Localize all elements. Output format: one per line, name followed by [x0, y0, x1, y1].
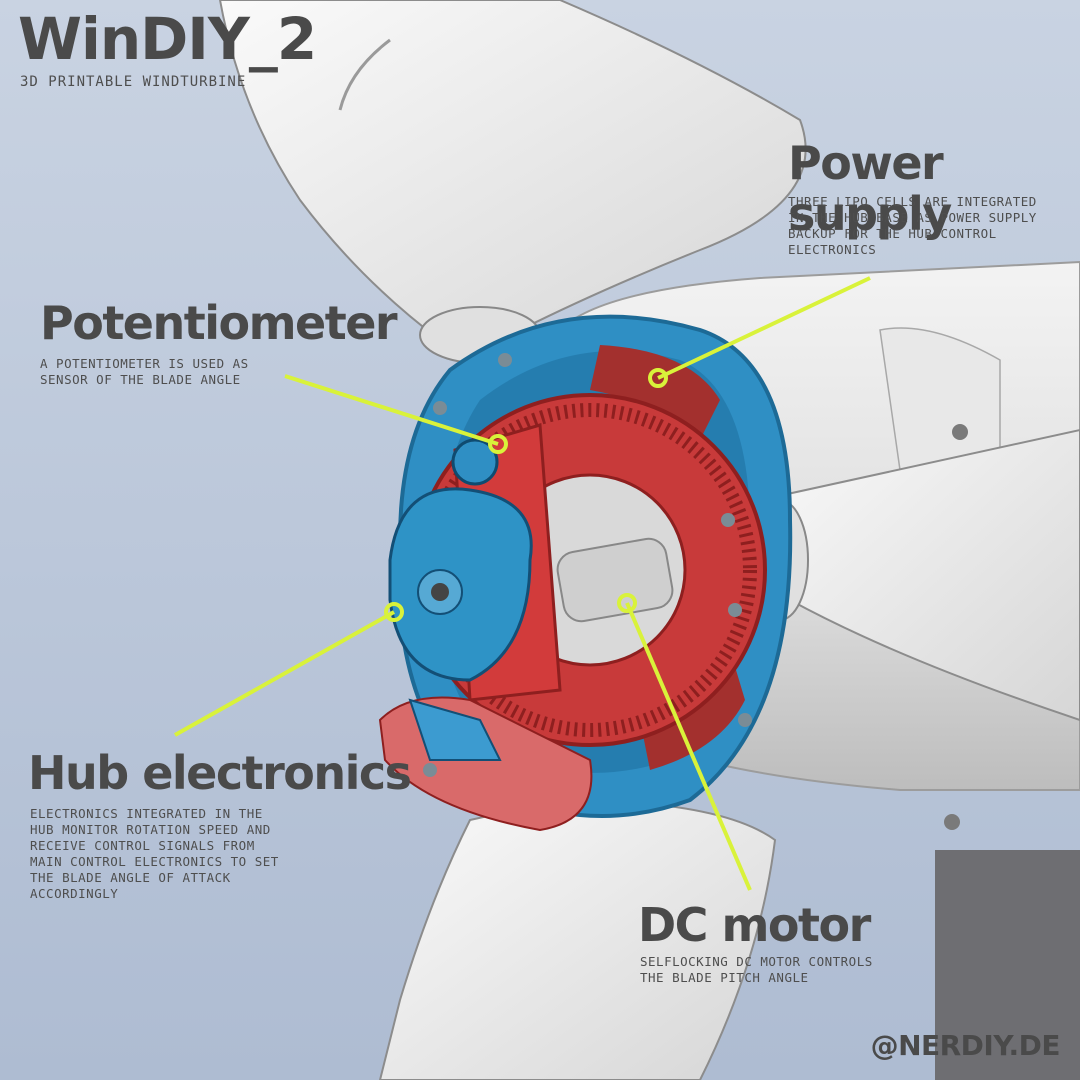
hub-bolt — [728, 603, 742, 617]
dc-motor-description: SELFLOCKING DC MOTOR CONTROLS THE BLADE … — [640, 954, 873, 985]
nacelle-bolt — [944, 814, 960, 830]
potentiometer-callout-line — [284, 374, 499, 446]
power-supply-callout-dot — [648, 368, 668, 388]
lipo-cell — [590, 345, 720, 440]
power-supply-callout-line — [657, 276, 871, 380]
dc-motor-callout-dot — [617, 593, 637, 613]
blade-top — [218, 0, 807, 342]
hub-bolt — [433, 401, 447, 415]
potentiometer-description: A POTENTIOMETER IS USED AS SENSOR OF THE… — [40, 356, 249, 387]
page-title: WinDIY_2 — [18, 5, 317, 73]
nacelle-bolt — [952, 424, 968, 440]
hub-bolt — [498, 353, 512, 367]
potentiometer-callout-dot — [488, 434, 508, 454]
power-supply-heading: Power supply — [788, 136, 952, 241]
hub-electronics-heading: Hub electronics — [28, 746, 412, 800]
page-subtitle: 3D PRINTABLE WINDTURBINE — [20, 74, 247, 90]
hub-electronics-callout-dot — [384, 602, 404, 622]
hub-electronics-description: ELECTRONICS INTEGRATED IN THE HUB MONITO… — [30, 806, 279, 901]
tower — [935, 850, 1080, 1080]
hub-bolt — [423, 763, 437, 777]
hub-bolt — [738, 713, 752, 727]
hub-electronics-callout-line — [174, 610, 395, 737]
pitch-gear — [408, 698, 502, 761]
potentiometer-heading: Potentiometer — [40, 296, 398, 350]
dc-motor-callout-line — [625, 602, 752, 891]
blade-bottom — [378, 798, 777, 1080]
potentiometer-gear — [451, 438, 499, 486]
blade-right — [758, 428, 1080, 722]
hub-bolt — [721, 513, 735, 527]
social-handle: @NERDIY.DE — [870, 1029, 1061, 1062]
dc-motor — [556, 537, 674, 623]
dc-motor-heading: DC motor — [638, 898, 871, 952]
power-supply-description: THREE LIPO CELLS ARE INTEGRATED IN THE H… — [788, 194, 1037, 257]
